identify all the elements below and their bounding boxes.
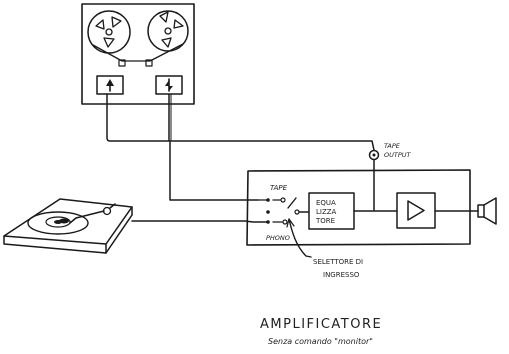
- record-head-icon: [97, 76, 123, 94]
- tape-output-jack: [370, 151, 379, 211]
- power-amplifier-stage: [397, 193, 435, 228]
- tape-output-label-line2: OUTPUT: [384, 151, 412, 159]
- turntable: [4, 199, 132, 253]
- diagram-subtitle: Senza comando "monitor": [268, 337, 373, 346]
- tape-cables: [107, 94, 374, 200]
- selector-label-line2: INGRESSO: [323, 271, 360, 279]
- tape-recorder: [82, 4, 194, 104]
- equalizer-label-line2: LIZZA: [316, 208, 337, 216]
- phono-input-label: PHONO: [266, 234, 290, 242]
- tape-output-label-line1: TAPE: [384, 142, 401, 150]
- tonearm-icon: [70, 204, 115, 223]
- equalizer-label-line1: EQUA: [316, 199, 336, 207]
- left-reel-icon: [88, 11, 130, 53]
- diagram-title: AMPLIFICATORE: [260, 317, 382, 332]
- speaker-icon: [478, 198, 496, 224]
- input-selector-switch: [258, 198, 308, 224]
- tape-input-label: TAPE: [270, 184, 288, 192]
- record-platter-icon: [28, 212, 88, 234]
- playback-head-icon: [156, 76, 182, 94]
- equalizer-label-line3: TORE: [315, 217, 335, 225]
- selector-label-line1: SELETTORE DI: [313, 258, 363, 266]
